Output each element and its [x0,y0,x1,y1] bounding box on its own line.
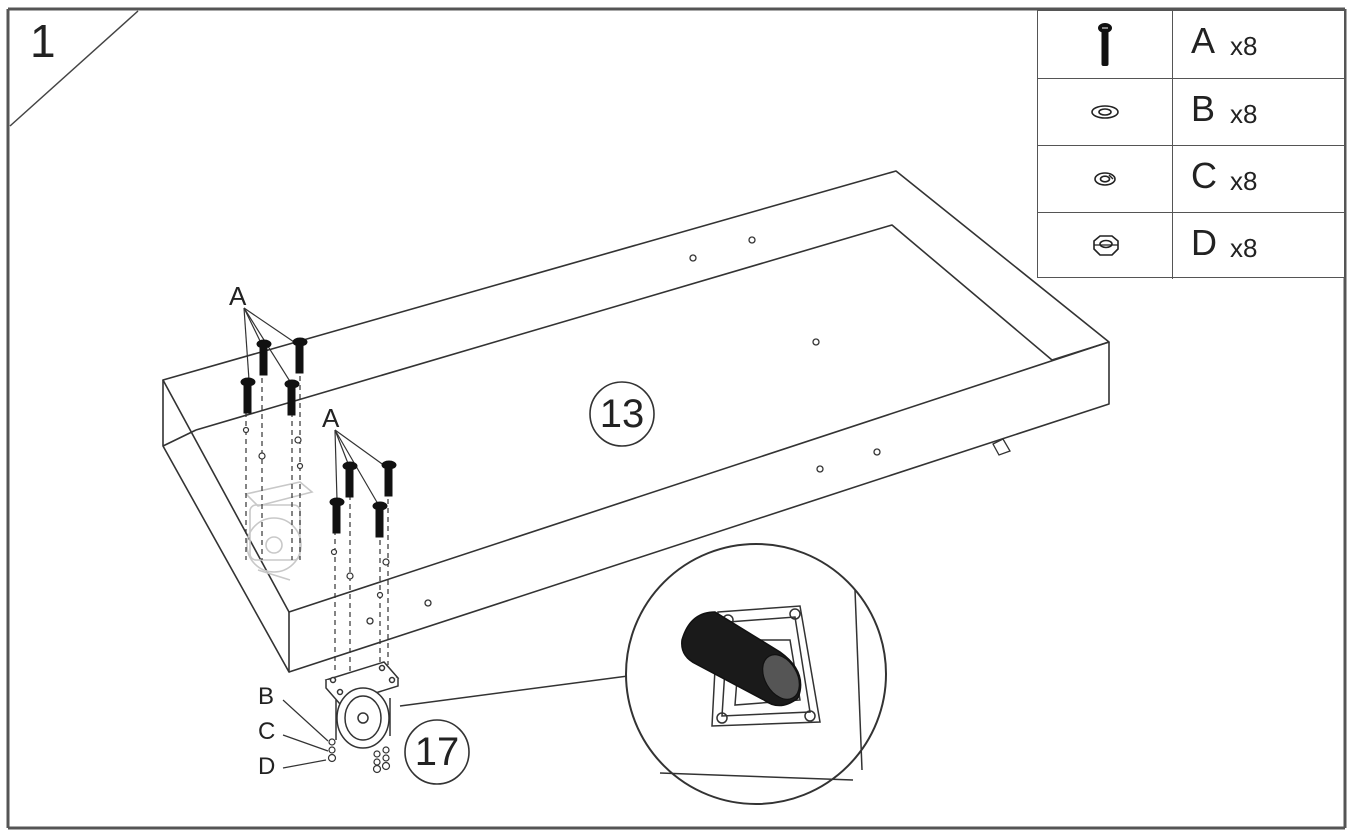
part-letter-b: B [1191,88,1216,129]
screw-group-right [329,429,397,672]
part-17-label: 17 [414,730,460,774]
zoom-detail [625,543,887,805]
zoom-leader-line [399,675,629,707]
step-corner-line [9,10,139,127]
caster-wheel-assembly [324,661,400,774]
drawer-holes [366,236,881,625]
drawer-slide-tab [992,438,1011,456]
parts-row-c: C x8 [1038,145,1344,212]
part-qty-b: x8 [1230,99,1258,129]
part-qty-a: x8 [1230,31,1258,61]
callout-washer-b: B [258,683,275,710]
parts-row-d: D x8 [1038,212,1344,279]
screw-group-left [240,307,308,560]
parts-row-a: A x8 [1038,11,1344,78]
callout-screws-left: A [229,281,247,311]
spring-washer-icon [1094,172,1116,186]
part-qty-c: x8 [1230,166,1258,196]
part-letter-c: C [1191,155,1217,196]
callout-washer-c: C [258,718,276,745]
part-letter-a: A [1191,20,1216,61]
callout-nut-d: D [258,753,276,780]
part-17-circle [404,719,470,785]
parts-row-b: B x8 [1038,78,1344,145]
step-number: 1 [30,15,56,67]
part-letter-d: D [1191,222,1217,263]
hex-nut-icon [1093,235,1119,256]
part-13-circle [589,381,655,447]
page-frame [6,7,1347,830]
parts-table: A x8 B x8 C x8 [1037,10,1345,279]
part-qty-d: x8 [1230,233,1258,263]
part-13-label: 13 [599,392,645,436]
flat-washer-icon [1091,105,1119,119]
screw-icon [1098,22,1112,66]
hardware-leaders [282,699,329,769]
callout-screws-right: A [322,403,340,433]
